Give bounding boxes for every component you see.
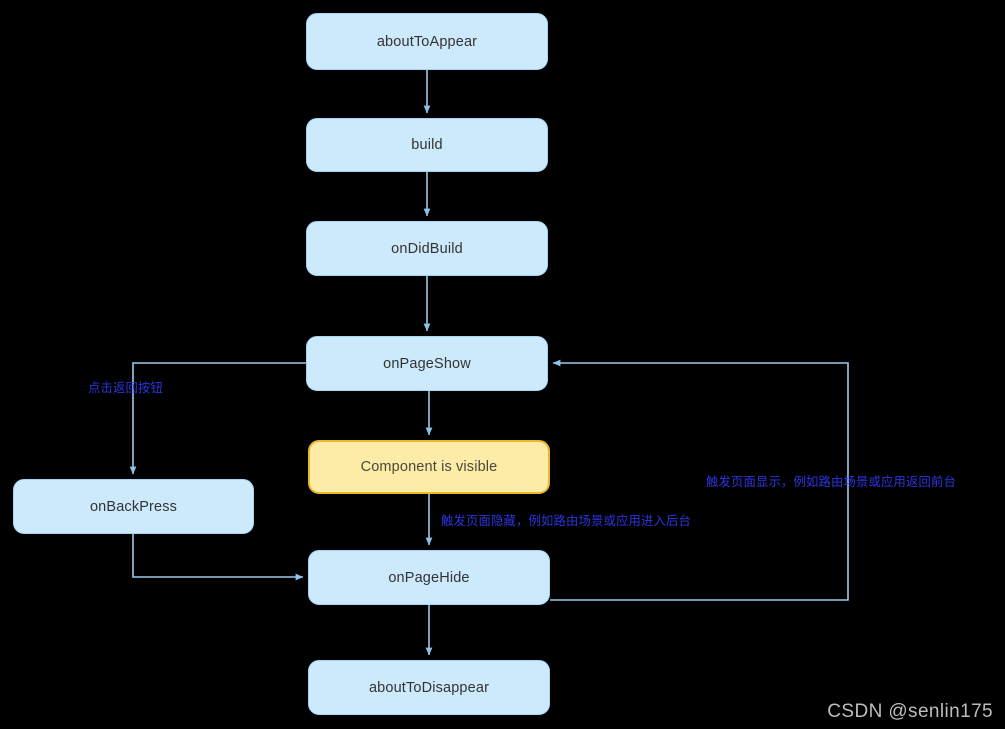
node-on-page-hide[interactable]: onPageHide <box>308 550 550 605</box>
node-label: onDidBuild <box>391 240 463 257</box>
node-label: onBackPress <box>89 498 178 515</box>
node-label: Component is visible <box>360 459 498 475</box>
node-label: aboutToDisappear <box>368 679 490 696</box>
edge-label-page-hide: 触发页面隐藏，例如路由场景或应用进入后台 <box>441 514 691 528</box>
node-about-to-appear[interactable]: aboutToAppear <box>306 13 548 70</box>
node-label: aboutToAppear <box>376 33 478 50</box>
edge-onBackPress-onPageHide <box>132 534 304 581</box>
node-label: onPageShow <box>383 355 471 372</box>
node-component-is-visible[interactable]: Component is visible <box>308 440 550 494</box>
node-label: onPageHide <box>388 569 470 586</box>
node-on-did-build[interactable]: onDidBuild <box>306 221 548 276</box>
node-label: build <box>411 137 443 153</box>
node-on-page-show[interactable]: onPageShow <box>306 336 548 391</box>
node-on-back-press[interactable]: onBackPress <box>13 479 254 534</box>
node-build[interactable]: build <box>306 118 548 172</box>
edge-label-back-press: 点击返回按钮 <box>88 381 163 395</box>
watermark: CSDN @senlin175 <box>827 701 993 722</box>
node-about-to-disappear[interactable]: aboutToDisappear <box>308 660 550 715</box>
edge-label-page-show: 触发页面显示，例如路由场景或应用返回前台 <box>706 475 956 489</box>
